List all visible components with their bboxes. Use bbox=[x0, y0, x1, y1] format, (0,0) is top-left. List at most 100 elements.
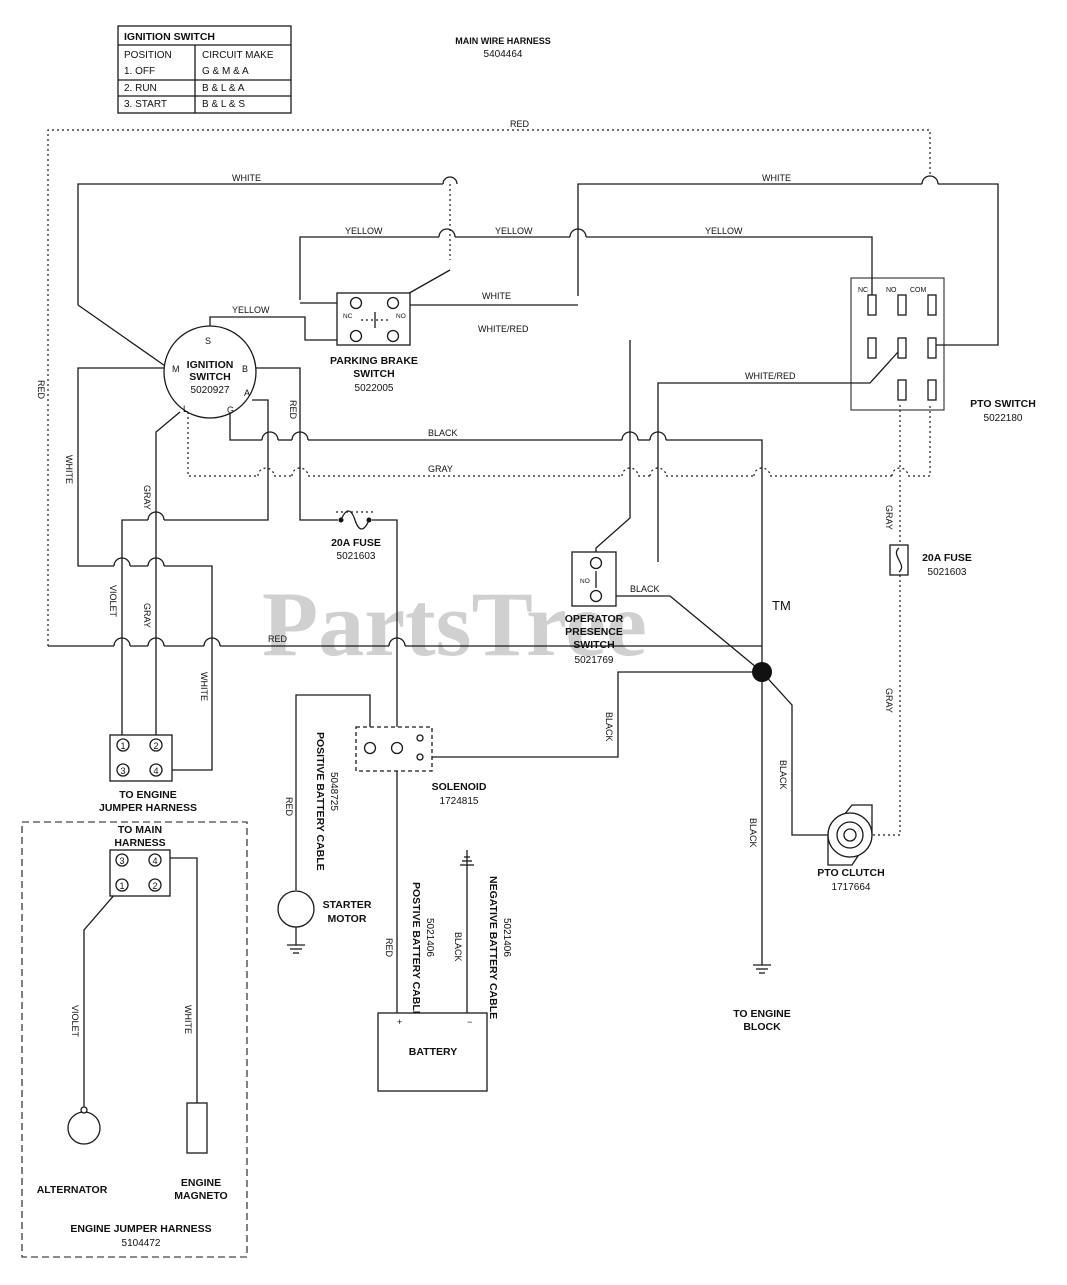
pto-clutch: PTO CLUTCH 1717664 bbox=[817, 804, 885, 893]
conn-pin-1: 1 bbox=[120, 741, 125, 751]
wire-label-gray-main: GRAY bbox=[428, 464, 453, 474]
wire-label-black-main: BLACK bbox=[428, 428, 458, 438]
conn-pin-2: 2 bbox=[153, 741, 158, 751]
wire-label-red-b: RED bbox=[288, 400, 298, 420]
ignition-switch: S M B L G A IGNITION SWITCH 5020927 bbox=[163, 325, 257, 419]
ign-terminal-s: S bbox=[205, 336, 211, 346]
wire-label-yellow-s: YELLOW bbox=[232, 305, 270, 315]
wire-label-gray-fuse-top: GRAY bbox=[884, 505, 894, 530]
parking-brake-name-1: PARKING BRAKE bbox=[330, 355, 418, 367]
wire-label-red-left: RED bbox=[36, 380, 46, 400]
jumper-conn-caption-1: TO MAIN bbox=[118, 824, 162, 836]
ignition-switch-part: 5020927 bbox=[191, 385, 230, 396]
fuse-left: 20A FUSE 5021603 bbox=[331, 510, 381, 562]
wire-label-white-top: WHITE bbox=[232, 173, 261, 183]
ops-name-1: OPERATOR bbox=[565, 613, 624, 625]
wire-label-yellow-1: YELLOW bbox=[345, 226, 383, 236]
ops-name-2: PRESENCE bbox=[565, 626, 623, 638]
main-harness-title: MAIN WIRE HARNESS bbox=[455, 36, 551, 46]
table-row-2-circuit: B & L & A bbox=[202, 83, 245, 94]
pto-clutch-name: PTO CLUTCH bbox=[817, 867, 884, 879]
table-row-3-position: 3. START bbox=[124, 99, 167, 110]
wire-label-gray-fuse-bottom: GRAY bbox=[884, 688, 894, 713]
table-row-2-position: 2. RUN bbox=[124, 83, 157, 94]
wire-label-black-ops: BLACK bbox=[630, 584, 660, 594]
table-row-1-circuit: G & M & A bbox=[202, 66, 249, 77]
conn-caption-1: TO ENGINE bbox=[119, 789, 177, 801]
solenoid-part: 1724815 bbox=[440, 796, 479, 807]
ops-part: 5021769 bbox=[575, 655, 614, 666]
pos-cable-bottom-name: POSTIVE BATTERY CABLE bbox=[410, 882, 422, 1018]
wire-label-white-red-pb: WHITE/RED bbox=[478, 324, 529, 334]
magneto-name-1: ENGINE bbox=[181, 1177, 221, 1189]
wire-label-red-starter: RED bbox=[284, 797, 294, 817]
wire-label-black-solenoid: BLACK bbox=[604, 712, 614, 742]
engine-block-name-1: TO ENGINE bbox=[733, 1008, 791, 1020]
engine-jumper-part: 5104472 bbox=[122, 1238, 161, 1249]
engine-block-name-2: BLOCK bbox=[743, 1021, 781, 1033]
jumper-pin-3: 3 bbox=[119, 856, 124, 866]
wire-label-violet: VIOLET bbox=[108, 585, 118, 618]
pos-cable-top-name: POSITIVE BATTERY CABLE bbox=[314, 732, 326, 871]
table-row-3-circuit: B & L & S bbox=[202, 99, 245, 110]
conn-caption-2: JUMPER HARNESS bbox=[99, 802, 197, 814]
ign-terminal-a: A bbox=[244, 388, 250, 398]
ignition-switch-name-2: SWITCH bbox=[189, 371, 230, 383]
wire-label-yellow-2: YELLOW bbox=[495, 226, 533, 236]
ign-terminal-g: G bbox=[227, 405, 234, 415]
neg-cable-name: NEGATIVE BATTERY CABLE bbox=[487, 876, 499, 1019]
solenoid: SOLENOID 1724815 bbox=[355, 726, 487, 807]
battery: + − BATTERY bbox=[377, 1012, 488, 1092]
jumper-pin-4: 4 bbox=[152, 856, 157, 866]
fuse-left-name: 20A FUSE bbox=[331, 537, 381, 549]
wire-label-yellow-3: YELLOW bbox=[705, 226, 743, 236]
wire-label-black-battery: BLACK bbox=[453, 932, 463, 962]
jumper-pin-1: 1 bbox=[119, 881, 124, 891]
wire-label-red-lower: RED bbox=[268, 634, 288, 644]
watermark-tm: TM bbox=[772, 598, 791, 613]
wires: RED RED WHITE WHITE YELLOW YELLOW YELLOW… bbox=[36, 119, 999, 1108]
wire-label-violet-alt: VIOLET bbox=[70, 1005, 80, 1038]
pb-contact-nc: NC bbox=[343, 313, 353, 320]
fuse-left-part: 5021603 bbox=[337, 551, 376, 562]
battery-minus: − bbox=[467, 1017, 472, 1027]
engine-magneto-icon bbox=[186, 1102, 208, 1154]
wire-label-gray-l-2: GRAY bbox=[142, 603, 152, 628]
alternator-name: ALTERNATOR bbox=[37, 1184, 108, 1196]
pto-header-no: NO bbox=[886, 287, 897, 294]
wire-label-black-ground: BLACK bbox=[748, 818, 758, 848]
starter-motor-name-1: STARTER bbox=[323, 899, 372, 911]
table-title: IGNITION SWITCH bbox=[124, 31, 215, 43]
neg-cable-part: 5021406 bbox=[501, 918, 512, 957]
wire-label-white-red-pto: WHITE/RED bbox=[745, 371, 796, 381]
wire-label-white-left: WHITE bbox=[64, 455, 74, 484]
wire-label-white-magneto: WHITE bbox=[183, 1005, 193, 1034]
starter-motor-name-2: MOTOR bbox=[328, 913, 367, 925]
pto-switch-part: 5022180 bbox=[984, 413, 1023, 424]
pto-clutch-part: 1717664 bbox=[832, 882, 871, 893]
fuse-right-name: 20A FUSE bbox=[922, 552, 972, 564]
main-harness-part: 5404464 bbox=[484, 49, 523, 60]
wire-label-black-clutch: BLACK bbox=[778, 760, 788, 790]
conn-pin-4: 4 bbox=[153, 766, 158, 776]
wire-label-red-top: RED bbox=[510, 119, 530, 129]
table-row-1-position: 1. OFF bbox=[124, 66, 155, 77]
ignition-switch-table: IGNITION SWITCH POSITION CIRCUIT MAKE 1.… bbox=[117, 25, 292, 114]
connector-to-engine-jumper: 1 2 3 4 TO ENGINE JUMPER HARNESS bbox=[99, 734, 197, 814]
jumper-conn-caption-2: HARNESS bbox=[114, 837, 165, 849]
ground-junction bbox=[752, 662, 772, 682]
pb-contact-no: NO bbox=[396, 313, 406, 320]
battery-ground-icon bbox=[460, 850, 474, 866]
fuse-right-part: 5021603 bbox=[928, 567, 967, 578]
jumper-pin-2: 2 bbox=[152, 881, 157, 891]
wire-label-white-right-conn: WHITE bbox=[199, 672, 209, 701]
ops-contact: NO bbox=[580, 578, 590, 585]
engine-jumper-harness: TO MAIN HARNESS 3 4 1 2 ALTERNATOR ENGIN… bbox=[21, 821, 248, 1258]
engine-block-ground-icon bbox=[753, 964, 771, 974]
pos-cable-bottom-part: 5021406 bbox=[424, 918, 435, 957]
wire-label-white-right: WHITE bbox=[762, 173, 791, 183]
pto-switch: NC NO COM PTO SWITCH 5022180 bbox=[850, 277, 1036, 424]
fuse-right: 20A FUSE 5021603 bbox=[889, 544, 972, 578]
battery-name: BATTERY bbox=[409, 1046, 457, 1058]
